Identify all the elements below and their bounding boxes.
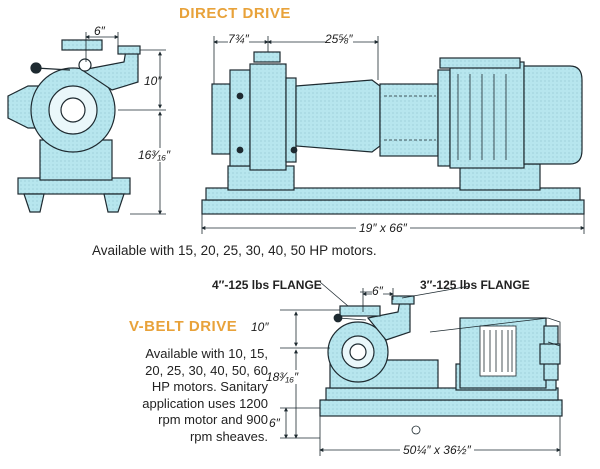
- vbelt-caption-line: 20, 25, 30, 40, 50, 60: [145, 362, 268, 378]
- vbelt-caption-line: rpm sheaves.: [189, 428, 268, 444]
- direct-drive-side-view: [201, 51, 585, 215]
- direct-drive-motor-length-dim: 25⅝″: [325, 32, 353, 46]
- vbelt-height-total-dim: 18³⁄₁₆″: [266, 370, 299, 384]
- direct-drive-flange-offset-dim: 6″: [94, 24, 105, 38]
- vbelt-drive-title: V-BELT DRIVE: [129, 318, 238, 335]
- vbelt-flange-offset-dim: 6″: [372, 284, 383, 298]
- direct-drive-height-top-dim: 10″: [144, 74, 162, 88]
- vbelt-base-height-dim: 6″: [269, 416, 280, 430]
- vbelt-height-top-dim: 10″: [251, 320, 269, 334]
- direct-drive-title: DIRECT DRIVE: [179, 5, 291, 22]
- vbelt-flange-left-label: 4″-125 lbs FLANGE: [212, 278, 322, 292]
- vbelt-flange-right-label: 3″-125 lbs FLANGE: [420, 278, 530, 292]
- vbelt-caption-line: Available with 10, 15,: [145, 346, 268, 361]
- direct-drive-height-total-dim: 16³⁄₁₆″: [138, 148, 171, 162]
- direct-drive-side-details: [236, 74, 507, 160]
- vbelt-caption-line: HP motors. Sanitary: [151, 379, 268, 394]
- direct-drive-end-view: [7, 39, 141, 213]
- vbelt-caption: Available with 10, 15, 20, 25, 30, 40, 5…: [96, 346, 268, 445]
- vbelt-drive-view: [319, 295, 563, 417]
- direct-drive-end-dims: [85, 32, 166, 215]
- vbelt-base-dim: 50¼″ x 36½″: [400, 443, 474, 457]
- direct-drive-pump-length-dim: 7¾″: [228, 32, 249, 46]
- vbelt-caption-line: rpm motor and 900: [158, 412, 268, 427]
- vbelt-caption-line: application uses 1200: [142, 395, 268, 411]
- direct-drive-caption: Available with 15, 20, 25, 30, 40, 50 HP…: [92, 243, 377, 258]
- vbelt-drive-details: [333, 313, 561, 435]
- direct-drive-base-dim: 19″ x 66″: [356, 221, 410, 235]
